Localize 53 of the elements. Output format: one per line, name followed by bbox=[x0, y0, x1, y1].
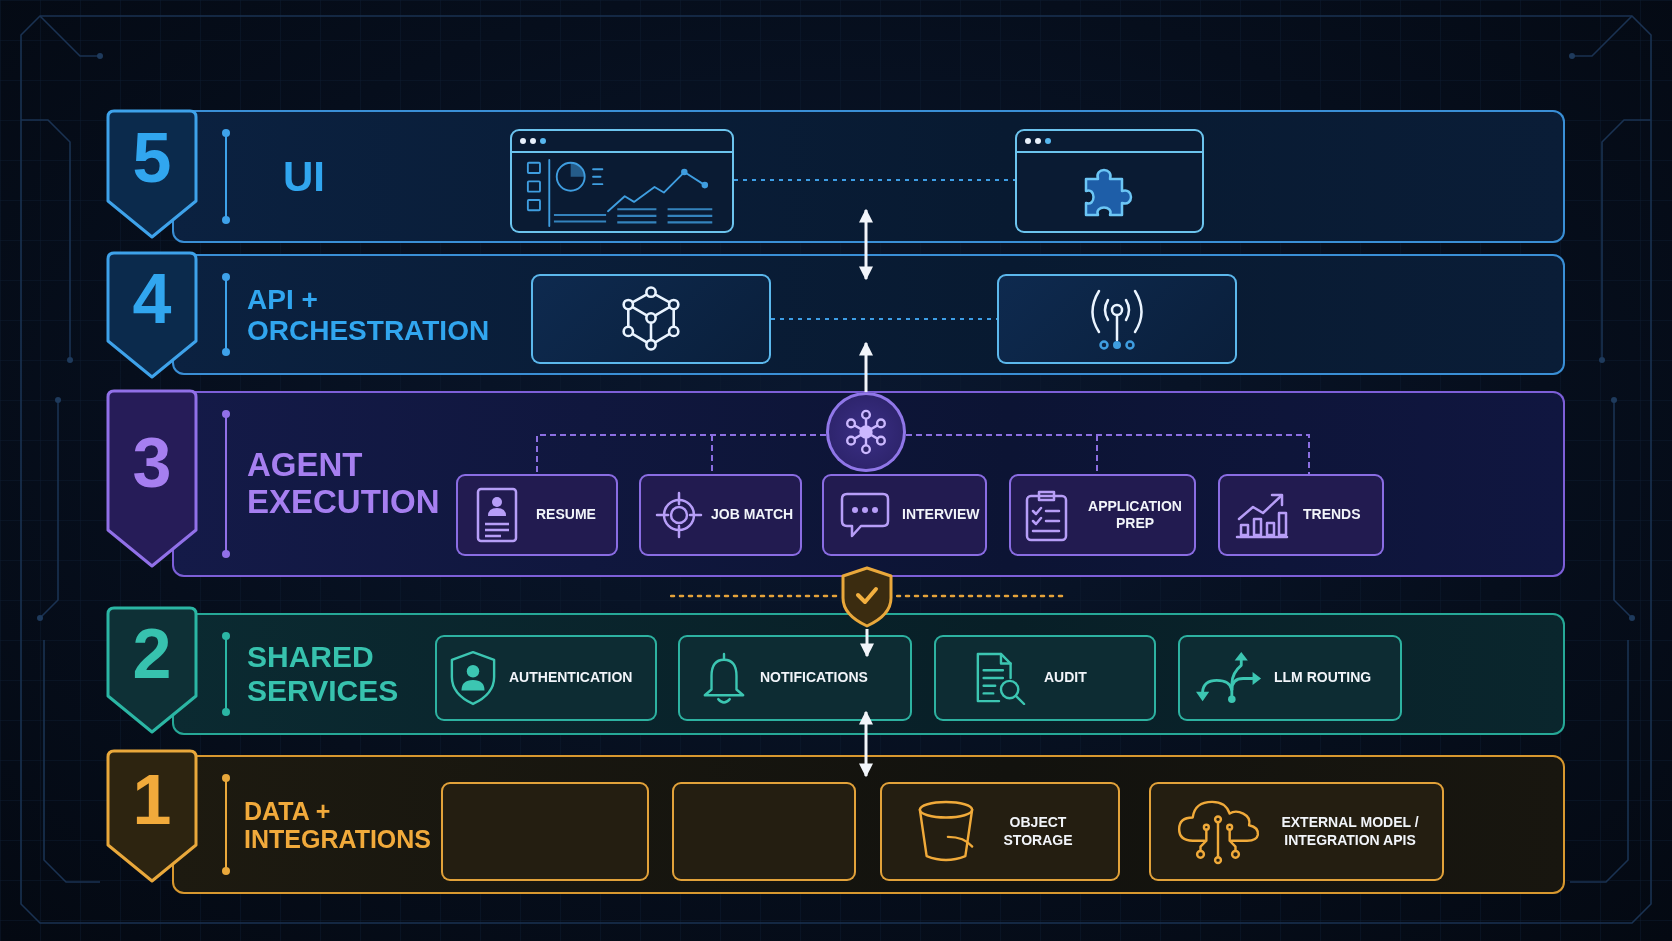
component-card bbox=[672, 782, 856, 881]
layer-title: AGENT EXECUTION bbox=[247, 447, 441, 521]
dotted-line bbox=[770, 318, 998, 320]
component-label: NOTIFICATIONS bbox=[760, 669, 868, 687]
layer-title: API + ORCHESTRATION bbox=[247, 283, 491, 346]
component-label: EXTERNAL MODEL / INTEGRATION APIS bbox=[1280, 814, 1420, 849]
layer-number: 4 bbox=[132, 264, 172, 334]
layer-badge bbox=[106, 389, 198, 568]
component-card bbox=[822, 474, 987, 556]
component-label: OBJECT STORAGE bbox=[1002, 814, 1074, 849]
double-arrow bbox=[859, 208, 873, 281]
layer-title: UI bbox=[283, 153, 325, 200]
layer-panel bbox=[172, 613, 1565, 735]
layer-title: SHARED SERVICES bbox=[247, 640, 400, 708]
component-card bbox=[934, 635, 1156, 721]
component-label: AUDIT bbox=[1044, 669, 1087, 687]
double-arrow bbox=[859, 710, 873, 778]
browser-window bbox=[510, 129, 734, 233]
browser-window bbox=[1015, 129, 1204, 233]
layer-panel bbox=[172, 254, 1565, 375]
component-label: APPLICATION PREP bbox=[1087, 497, 1183, 533]
layer-panel bbox=[172, 755, 1565, 894]
arrow bbox=[860, 629, 874, 658]
component-card bbox=[678, 635, 912, 721]
arrow bbox=[859, 341, 873, 392]
component-label: TRENDS bbox=[1303, 506, 1361, 524]
layer-number: 2 bbox=[132, 619, 172, 689]
component-label: JOB MATCH bbox=[711, 506, 794, 524]
component-card bbox=[1218, 474, 1384, 556]
component-card bbox=[1178, 635, 1402, 721]
layer-panel bbox=[172, 391, 1565, 577]
component-card bbox=[1149, 782, 1444, 881]
layer-number: 3 bbox=[132, 427, 172, 498]
dotted-line bbox=[733, 179, 1016, 181]
layer-panel bbox=[172, 110, 1565, 243]
dotted-line bbox=[905, 434, 1310, 475]
component-label: INTERVIEW bbox=[902, 506, 980, 524]
component-card bbox=[435, 635, 657, 721]
security-shield bbox=[840, 565, 894, 629]
layer-number: 5 bbox=[132, 123, 172, 193]
component-label: RESUME bbox=[536, 506, 596, 524]
component-card bbox=[880, 782, 1120, 881]
component-card bbox=[456, 474, 618, 556]
component-label: LLM ROUTING bbox=[1274, 669, 1372, 687]
component-card bbox=[441, 782, 649, 881]
dotted-line bbox=[536, 434, 827, 475]
component-card bbox=[639, 474, 802, 556]
icon-tile bbox=[531, 274, 771, 364]
component-label: AUTHENTICATION bbox=[509, 669, 633, 687]
component-card bbox=[1009, 474, 1196, 556]
layer-title: DATA + INTEGRATIONS bbox=[244, 796, 433, 853]
layer-number: 1 bbox=[132, 765, 172, 835]
icon-tile bbox=[997, 274, 1237, 364]
